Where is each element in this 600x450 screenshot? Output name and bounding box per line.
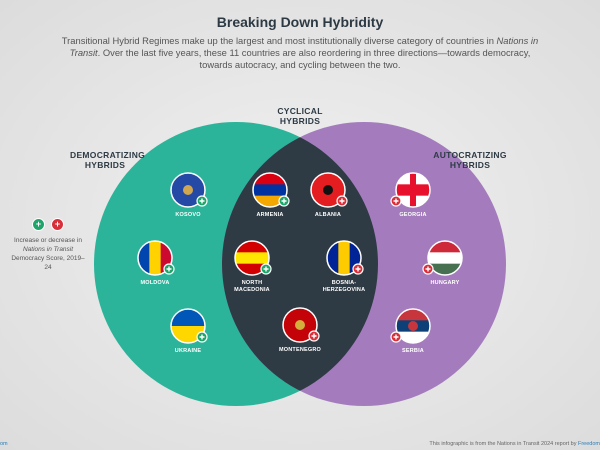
country-label: MOLDOVA — [140, 280, 169, 286]
freedom-house-link[interactable]: Freedom — [578, 441, 600, 447]
footer-right: This infographic is from the Nations in … — [429, 441, 600, 447]
legend-text: Increase or decrease in Nations in Trans… — [8, 236, 88, 272]
footer-link[interactable]: om — [0, 441, 8, 447]
increase-icon: + — [32, 218, 45, 231]
country-label: GEORGIA — [399, 212, 426, 218]
country-label: KOSOVO — [175, 212, 201, 218]
footer-left: om — [0, 441, 8, 447]
country-label: UKRAINE — [175, 348, 202, 354]
autocratizing-label: AUTOCRATIZINGHYBRIDS — [430, 150, 510, 170]
decrease-icon: + — [51, 218, 64, 231]
country-label: ALBANIA — [315, 212, 341, 218]
country-label: SERBIA — [402, 348, 424, 354]
country-label: HUNGARY — [430, 280, 459, 286]
cyclical-label: CYCLICALHYBRIDS — [265, 106, 335, 126]
country-label: ARMENIA — [256, 212, 283, 218]
legend: + + Increase or decrease in Nations in T… — [8, 218, 88, 272]
country-moldova: MOLDOVA — [138, 241, 174, 286]
democratizing-label: DEMOCRATIZINGHYBRIDS — [70, 150, 140, 170]
country-label: MONTENEGRO — [279, 347, 322, 353]
